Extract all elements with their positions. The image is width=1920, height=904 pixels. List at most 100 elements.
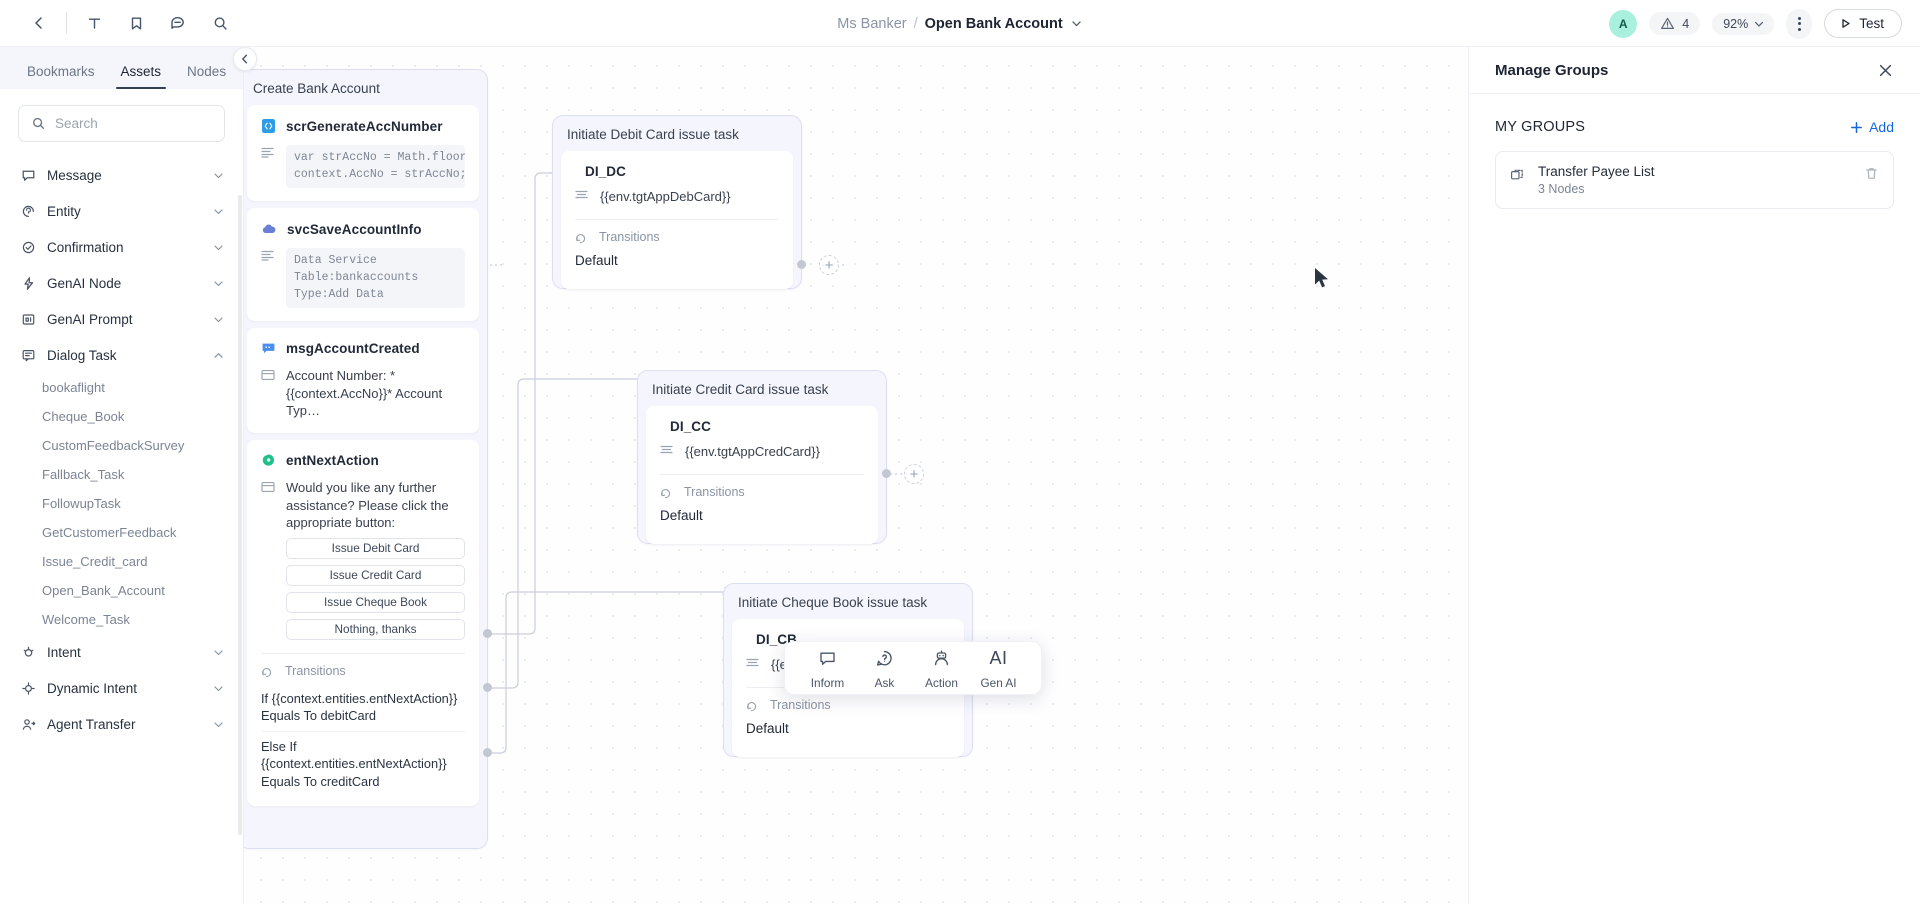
warnings-chip[interactable]: 4 <box>1649 12 1701 35</box>
chevron-down-icon <box>212 241 225 254</box>
sidebar-group-entity[interactable]: Entity <box>0 193 243 229</box>
group-initiate-credit-card[interactable]: Initiate Credit Card issue task DI_CC {{… <box>637 370 887 544</box>
palette-item-ask[interactable]: Ask <box>856 646 913 690</box>
dialog-task-customfeedbacksurvey[interactable]: CustomFeedbackSurvey <box>42 438 185 453</box>
top-toolbar: Ms Banker / Open Bank Account A 4 92% <box>0 0 1920 47</box>
close-icon[interactable] <box>1877 62 1894 79</box>
transition-row[interactable]: If {{context.entities.entNextAction}} Eq… <box>261 690 458 723</box>
script-lines-icon <box>261 147 275 158</box>
message-node-icon <box>261 341 276 356</box>
transition-port-debit[interactable] <box>483 629 492 638</box>
node-type-palette[interactable]: Inform Ask Action AI Gen AI <box>784 641 1042 695</box>
flow-canvas[interactable]: Create Bank Account scrGenerateAccNumber… <box>244 47 1468 904</box>
palette-item-gen-ai[interactable]: AI Gen AI <box>970 646 1027 691</box>
node-scrgenerateaccnumber[interactable]: scrGenerateAccNumber var strAccNo = Math… <box>247 105 479 202</box>
transition-row[interactable]: Else If {{context.entities.entNextAction… <box>261 731 465 797</box>
transitions-label: Transitions <box>770 697 831 712</box>
dialog-task-bookaflight[interactable]: bookaflight <box>42 380 105 395</box>
group-create-bank-account[interactable]: Create Bank Account scrGenerateAccNumber… <box>244 69 488 849</box>
gen-ai-icon: AI <box>989 647 1008 668</box>
panel-title: Manage Groups <box>1495 61 1609 79</box>
node-di-dc[interactable]: DI_DC {{env.tgtAppDebCard}} Transitions … <box>561 151 793 289</box>
dialog-task-welcome-task[interactable]: Welcome_Task <box>42 612 130 627</box>
sidebar-tabs: Bookmarks Assets Nodes <box>0 47 243 89</box>
dialog-task-getcustomerfeedback[interactable]: GetCustomerFeedback <box>42 525 177 540</box>
more-options-icon[interactable] <box>1786 8 1813 39</box>
sidebar-group-genai-prompt[interactable]: GenAI Prompt <box>0 301 243 337</box>
option-issue-cheque-book[interactable]: Issue Cheque Book <box>286 591 465 613</box>
node-body: Account Number: *{{context.AccNo}}* Acco… <box>286 368 443 419</box>
node-svcsaveaccountinfo[interactable]: svcSaveAccountInfo Data Service Table:ba… <box>247 208 479 322</box>
search-icon <box>31 116 46 131</box>
palette-item-inform[interactable]: Inform <box>799 646 856 690</box>
agent-transfer-icon <box>20 716 36 732</box>
message-body-icon <box>261 481 275 493</box>
zoom-selector[interactable]: 92% <box>1712 12 1775 35</box>
option-issue-debit-card[interactable]: Issue Debit Card <box>286 537 465 559</box>
node-msgaccountcreated[interactable]: msgAccountCreated Account Number: *{{con… <box>247 328 479 433</box>
tab-assets[interactable]: Assets <box>108 64 175 89</box>
group-name: Transfer Payee List <box>1538 164 1655 179</box>
comment-tool-icon[interactable] <box>157 2 199 44</box>
output-port-debit[interactable] <box>797 260 806 269</box>
node-title: msgAccountCreated <box>286 341 420 357</box>
breadcrumb-parent[interactable]: Ms Banker <box>837 15 907 32</box>
dialog-task-cheque-book[interactable]: Cheque_Book <box>42 409 125 424</box>
dialog-task-issue-credit-card[interactable]: Issue_Credit_card <box>42 554 148 569</box>
sidebar-group-genai-node[interactable]: GenAI Node <box>0 265 243 301</box>
message-body-icon <box>261 369 275 381</box>
sidebar-group-dialog-task[interactable]: Dialog Task <box>0 337 243 373</box>
add-group-button[interactable]: Add <box>1849 119 1894 135</box>
service-node-icon <box>261 221 277 237</box>
add-node-handle-debit[interactable]: + <box>819 255 839 275</box>
node-title: DI_CC <box>670 419 712 434</box>
palette-item-action[interactable]: Action <box>913 646 970 690</box>
node-di-cc[interactable]: DI_CC {{env.tgtAppCredCard}} Transitions… <box>646 406 878 544</box>
sidebar-group-label: Entity <box>47 203 81 219</box>
avatar[interactable]: A <box>1609 9 1638 38</box>
node-code: var strAccNo = Math.floor(Math.… context… <box>286 145 465 189</box>
group-list-item[interactable]: Transfer Payee List 3 Nodes <box>1495 151 1894 209</box>
search-tool-icon[interactable] <box>199 2 241 44</box>
option-issue-credit-card[interactable]: Issue Credit Card <box>286 564 465 586</box>
tab-bookmarks[interactable]: Bookmarks <box>27 64 95 79</box>
delete-group-icon[interactable] <box>1864 166 1879 181</box>
collapse-sidebar-button[interactable] <box>233 47 257 71</box>
option-nothing-thanks[interactable]: Nothing, thanks <box>286 618 465 640</box>
test-button[interactable]: Test <box>1824 9 1902 38</box>
dialog-task-open-bank-account[interactable]: Open_Bank_Account <box>42 583 165 598</box>
breadcrumb-current[interactable]: Open Bank Account <box>924 15 1063 32</box>
dialog-task-fallback-task[interactable]: Fallback_Task <box>42 467 125 482</box>
breadcrumb-chevron-down-icon[interactable] <box>1070 17 1083 30</box>
group-title: Initiate Cheque Book issue task <box>738 595 928 610</box>
transition-port-credit[interactable] <box>483 683 492 692</box>
transition-default[interactable]: Default <box>575 252 618 268</box>
search-input[interactable] <box>55 116 212 131</box>
node-title: DI_DC <box>585 164 627 179</box>
search-box[interactable] <box>18 105 225 142</box>
sidebar-group-agent-transfer[interactable]: Agent Transfer <box>0 706 243 742</box>
dialog-task-icon <box>20 347 36 363</box>
dialog-task-followuptask[interactable]: FollowupTask <box>42 496 121 511</box>
output-port-credit[interactable] <box>882 469 891 478</box>
bookmark-tool-icon[interactable] <box>115 2 157 44</box>
text-tool-icon[interactable] <box>73 2 115 44</box>
node-divider <box>575 218 779 220</box>
transitions-icon <box>746 700 760 712</box>
node-entnextaction[interactable]: entNextAction Would you like any further… <box>247 440 479 806</box>
test-label: Test <box>1859 16 1884 31</box>
add-node-handle-credit[interactable]: + <box>904 464 924 484</box>
sidebar-group-dynamic-intent[interactable]: Dynamic Intent <box>0 670 243 706</box>
back-icon[interactable] <box>18 2 60 44</box>
sidebar-group-intent[interactable]: Intent <box>0 634 243 670</box>
inform-bubble-icon <box>818 646 837 670</box>
group-initiate-debit-card[interactable]: Initiate Debit Card issue task DI_DC {{e… <box>552 115 802 289</box>
tab-nodes[interactable]: Nodes <box>187 64 227 79</box>
transition-port-cheque[interactable] <box>483 748 492 757</box>
assets-list: Message Entity Confirmation <box>0 157 243 904</box>
transition-default[interactable]: Default <box>660 507 703 523</box>
sidebar-group-confirmation[interactable]: Confirmation <box>0 229 243 265</box>
transition-default[interactable]: Default <box>746 720 789 736</box>
sidebar-group-message[interactable]: Message <box>0 157 243 193</box>
sidebar-scrollbar[interactable] <box>237 195 242 835</box>
